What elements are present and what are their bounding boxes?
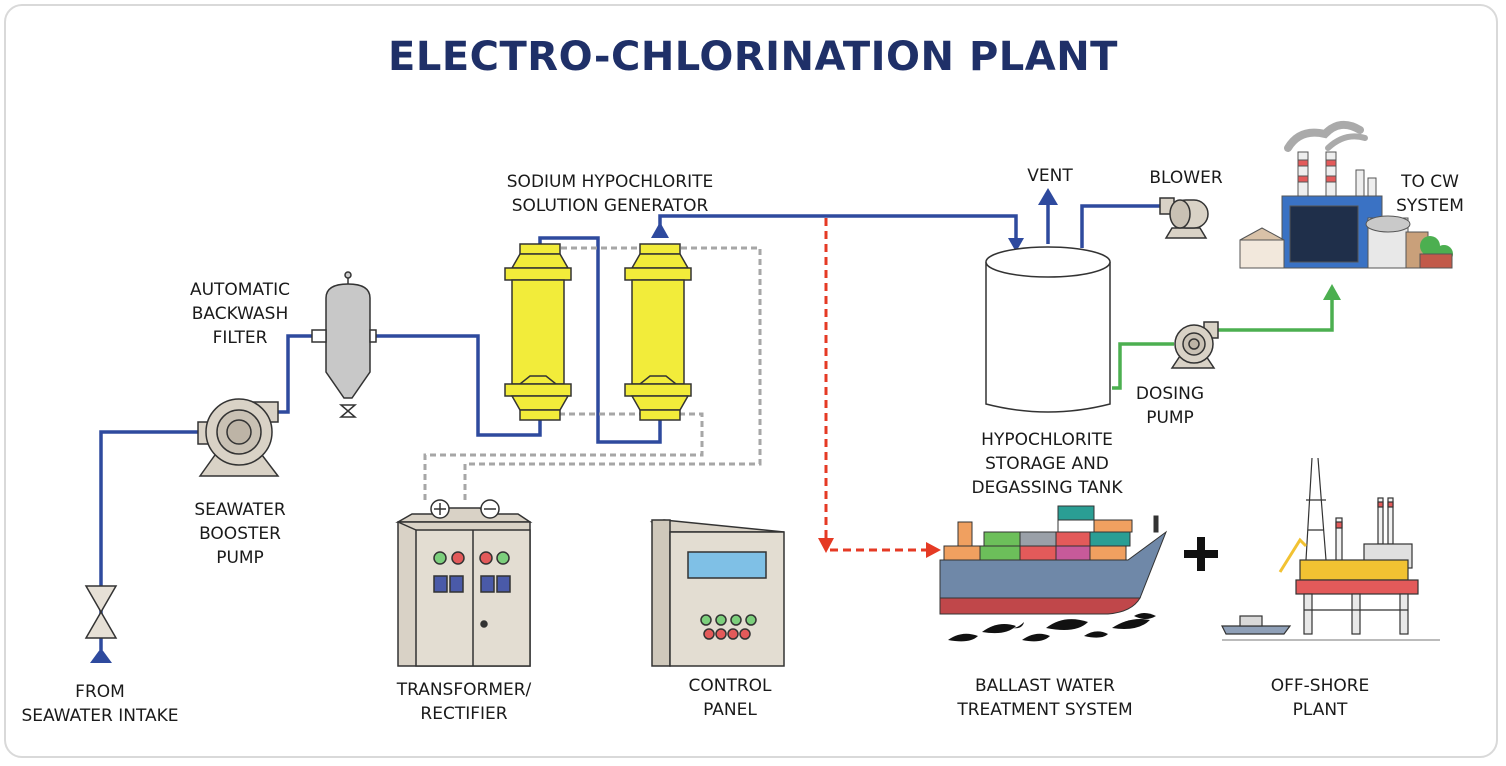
- dosing-line: [1112, 296, 1334, 390]
- intake-arrow: [90, 648, 112, 663]
- control-panel: [649, 519, 785, 667]
- degassing-tank: [985, 246, 1111, 413]
- ballast-line: [824, 218, 926, 552]
- page-title: ELECTRO-CHLORINATION PLANT: [388, 34, 1118, 80]
- ship-icon: [939, 505, 1168, 615]
- power-plant-icon: [1239, 120, 1453, 269]
- offshore-platform-icon: [1221, 457, 1440, 641]
- transformer-label: TRANSFORMER/RECTIFIER: [396, 680, 532, 724]
- tank-inlet-arrow: [1008, 238, 1024, 252]
- intake-valve: [84, 585, 118, 639]
- booster-pump: [197, 398, 280, 477]
- vent-label: VENT: [1027, 166, 1073, 186]
- seawater-pipeline: [99, 200, 1160, 650]
- fish-icons: [948, 613, 1156, 642]
- generator-cell-2: [624, 243, 692, 421]
- ballast-arrow-right: [926, 542, 941, 558]
- dosing-pump: [1170, 321, 1219, 369]
- transformer-rectifier: [395, 507, 533, 667]
- blower-label: BLOWER: [1149, 168, 1223, 188]
- blower: [1159, 197, 1209, 239]
- cw-arrow: [1323, 284, 1341, 300]
- rectifier-negative-icon: [480, 499, 500, 519]
- generator-cell-1: [504, 243, 572, 421]
- rectifier-positive-icon: [430, 499, 450, 519]
- vent-arrow: [1038, 188, 1058, 205]
- ballast-arrow-down: [818, 538, 834, 553]
- generator-outlet-arrow: [651, 222, 669, 238]
- electrical-wiring: [423, 246, 762, 500]
- backwash-filter: [311, 271, 377, 418]
- plus-icon: [1184, 537, 1218, 571]
